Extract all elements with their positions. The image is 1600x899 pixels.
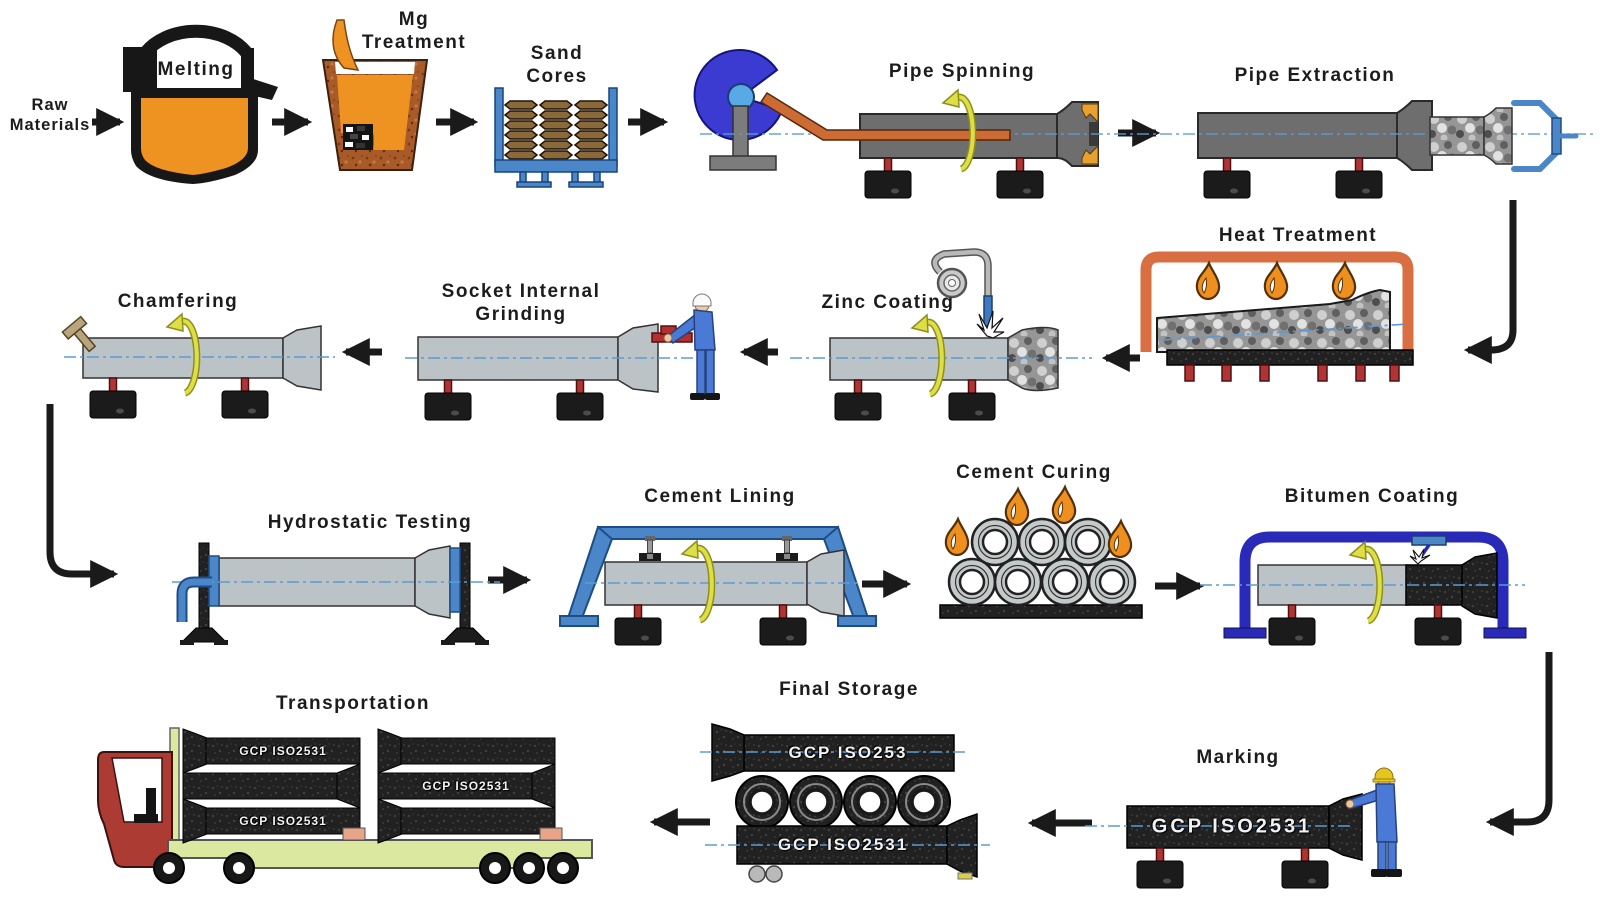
truck-pipe-text: GCP ISO2531	[422, 779, 510, 793]
storage-top-pipe-text: GCP ISO253	[788, 743, 908, 762]
pipe-truck-icon	[97, 727, 593, 884]
storage-bottom-pipe-text: GCP ISO2531	[777, 835, 909, 854]
bitumen-spray-gantry-icon	[1200, 531, 1527, 646]
annealing-furnace-icon	[1140, 251, 1414, 382]
cement-lining-gantry-icon	[559, 525, 877, 646]
pipe-clamp-icon	[639, 536, 661, 561]
label-zinc-coating: Zinc Coating	[821, 292, 955, 313]
chamfer-tool-icon	[61, 315, 97, 353]
label-sand-cores: Sand Cores	[526, 43, 588, 88]
pipe-bundle	[377, 728, 556, 844]
core-stack	[573, 100, 609, 160]
sand-cores-rack-icon	[494, 87, 618, 188]
label-bitumen-coating: Bitumen Coating	[1284, 486, 1460, 507]
pipe-ring	[947, 517, 1137, 607]
scrap-chunks-icon	[343, 124, 373, 150]
worker-figure	[1345, 767, 1402, 877]
elbow-extraction-to-heattreatment	[1463, 200, 1517, 364]
label-socket-internal-grinding: Socket Internal Grinding	[441, 281, 601, 326]
wire-spool-icon	[931, 248, 993, 327]
marking-station-icon	[1085, 767, 1402, 889]
chamfering-station-icon	[61, 314, 335, 419]
pipe-extraction-machine-icon	[1197, 100, 1433, 199]
molten-iron-chute-icon	[759, 91, 1011, 141]
zinc-spray-station-icon	[790, 248, 1092, 421]
truck-wheels	[153, 852, 579, 884]
flow-arrows	[46, 108, 1553, 837]
label-heat-treatment: Heat Treatment	[1218, 225, 1378, 246]
label-pipe-extraction: Pipe Extraction	[1234, 65, 1396, 86]
label-cement-curing: Cement Curing	[956, 462, 1112, 483]
label-chamfering: Chamfering	[117, 291, 239, 312]
label-cement-lining: Cement Lining	[644, 486, 796, 507]
mg-treatment-crucible-icon	[321, 19, 429, 171]
label-pipe-spinning: Pipe Spinning	[888, 61, 1036, 82]
label-marking: Marking	[1196, 747, 1280, 768]
extraction-clamp-icon	[1511, 100, 1579, 172]
curing-pipe-stack-icon	[939, 485, 1143, 619]
label-transportation: Transportation	[275, 693, 431, 714]
bitumen-sprayer-icon	[1409, 535, 1447, 565]
label-final-storage: Final Storage	[779, 679, 919, 700]
marking-pipe-text: GCP ISO2531	[1151, 815, 1313, 838]
pipe-clamp-icon	[776, 536, 798, 561]
extracted-pipe-icon	[1429, 107, 1513, 165]
hydrostatic-test-rig-icon	[172, 542, 500, 645]
pipe-ring	[735, 775, 951, 829]
truck-pipe-text: GCP ISO2531	[239, 814, 327, 828]
truck-pipe-text: GCP ISO2531	[239, 744, 327, 758]
label-mg-treatment: Mg Treatment	[361, 9, 467, 54]
grinding-worker-icon	[405, 293, 720, 421]
core-stack	[503, 100, 539, 160]
pipe-storage-icon	[700, 723, 990, 883]
elbow-chamfering-to-hydrostatic	[46, 404, 119, 588]
worker-figure	[663, 293, 720, 400]
label-hydrostatic-testing: Hydrostatic Testing	[267, 512, 473, 533]
elbow-bitumen-to-marking	[1485, 652, 1553, 836]
spray-spark-icon	[976, 310, 1005, 339]
label-raw-materials: Raw Materials	[9, 96, 91, 135]
label-melting: Melting	[157, 59, 235, 80]
melting-furnace-icon	[123, 24, 278, 184]
core-stack	[538, 100, 574, 160]
pipe-bundle	[182, 728, 361, 844]
